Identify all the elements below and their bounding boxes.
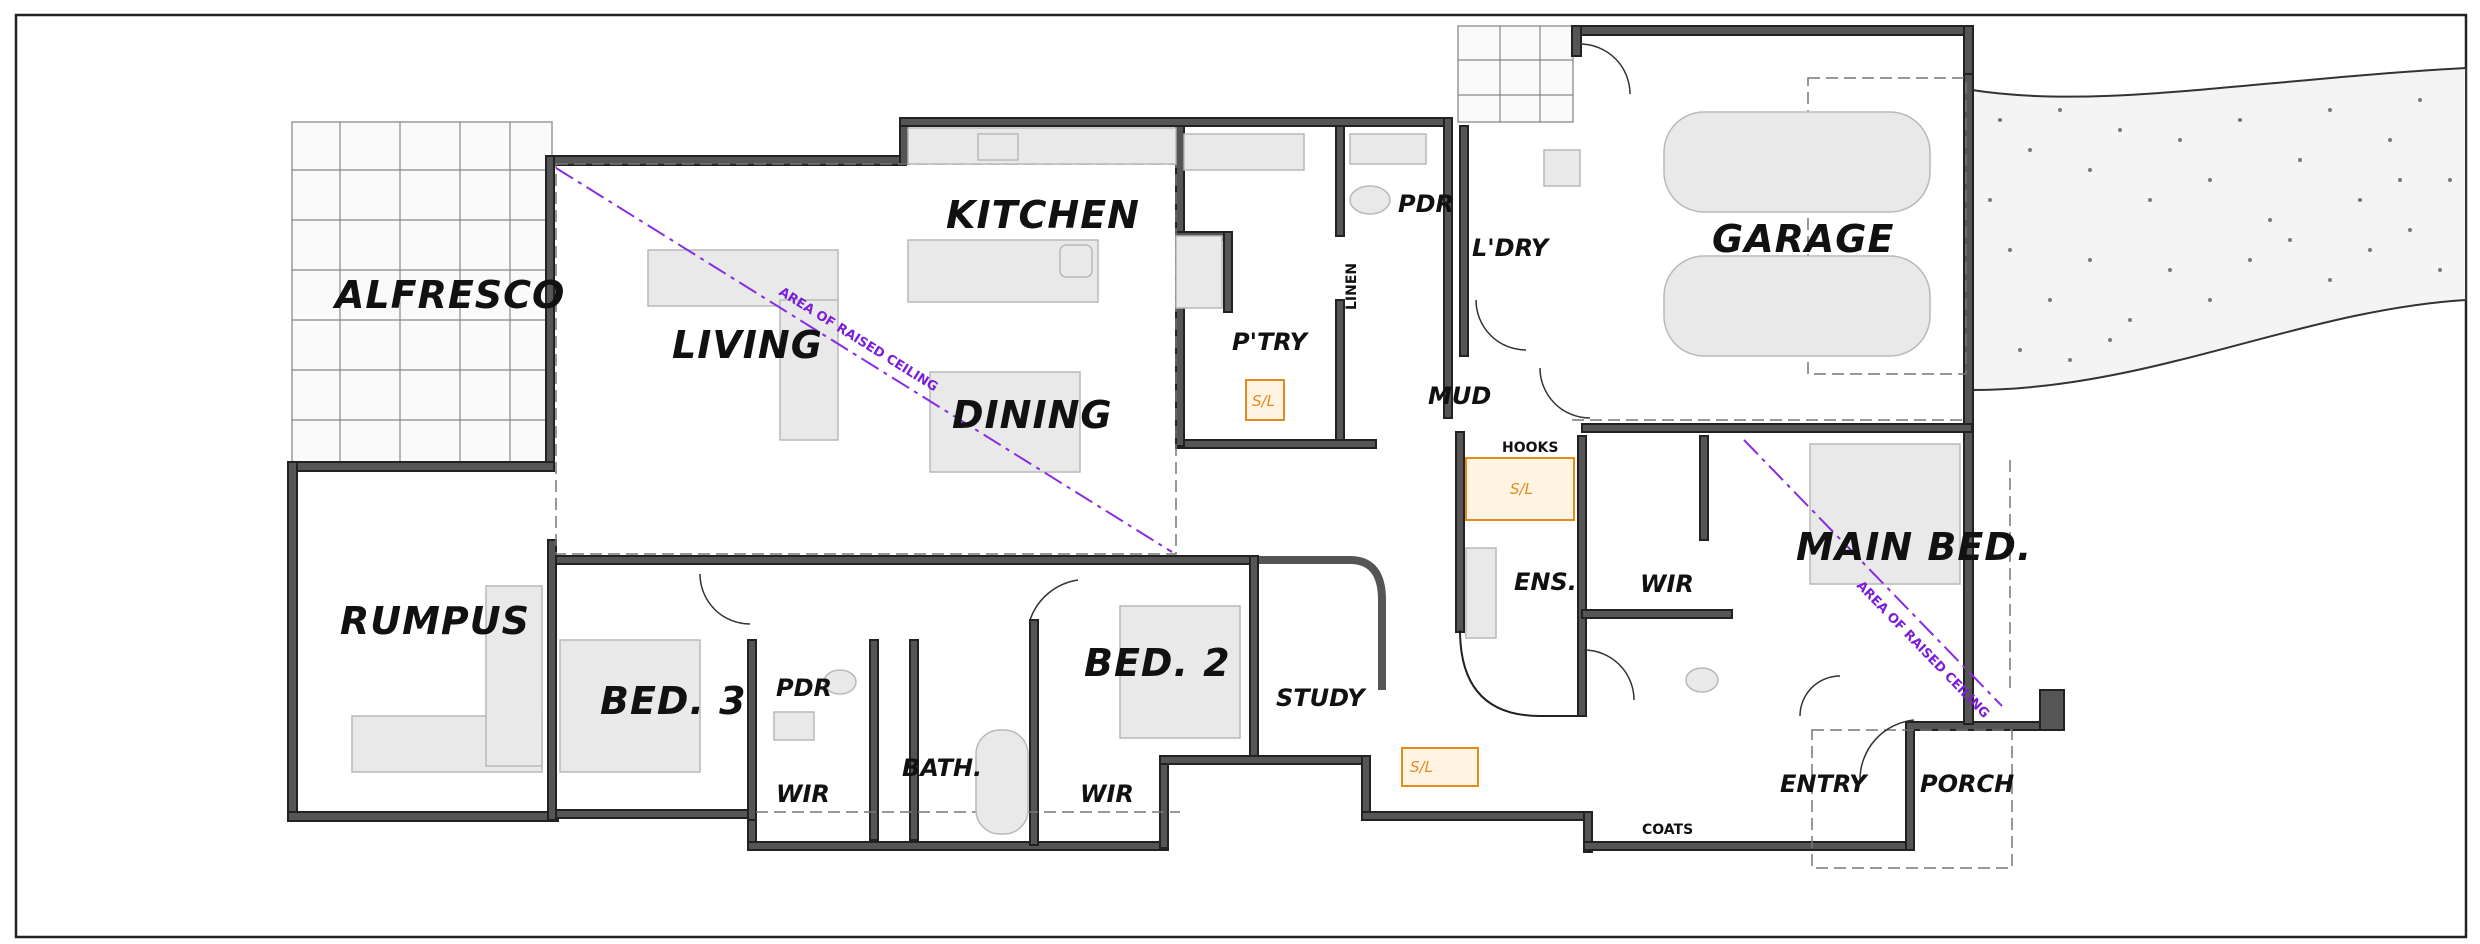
label-living: LIVING [672, 323, 823, 367]
label-pdr-top: PDR [1398, 190, 1454, 218]
skylight-label-hooks: S/L [1510, 480, 1533, 498]
label-ens: ENS. [1514, 568, 1577, 596]
garage-paving [1457, 25, 1574, 123]
raised-ceiling-lines [555, 167, 2003, 707]
label-bed2: BED. 2 [1084, 641, 1231, 685]
label-entry: ENTRY [1780, 770, 1869, 798]
alfresco-paving [291, 121, 553, 463]
label-main-bed: MAIN BED. [1796, 525, 2032, 569]
label-wir-main: WIR [1640, 570, 1694, 598]
label-study: STUDY [1276, 684, 1367, 712]
label-bath: BATH. [902, 754, 982, 782]
label-wir-bed3: WIR [776, 780, 830, 808]
label-alfresco: ALFRESCO [332, 273, 565, 317]
label-dining: DINING [952, 393, 1113, 437]
label-porch: PORCH [1920, 770, 2014, 798]
driveway [1971, 66, 2467, 392]
label-linen: LINEN [1344, 263, 1360, 310]
skylight-label-pantry: S/L [1252, 392, 1275, 410]
label-wir-bed2: WIR [1080, 780, 1134, 808]
label-laundry: L'DRY [1472, 234, 1551, 262]
furniture [351, 111, 1961, 835]
label-mud: MUD [1428, 382, 1491, 410]
dashed-lines [555, 77, 2013, 869]
drawing-frame [14, 13, 2468, 939]
label-pdr-bottom: PDR [776, 674, 832, 702]
label-ptry: P'TRY [1232, 328, 1310, 356]
skylight-label-entry: S/L [1410, 758, 1433, 776]
label-rumpus: RUMPUS [340, 599, 530, 643]
label-garage: GARAGE [1712, 217, 1894, 261]
label-bed3: BED. 3 [600, 679, 747, 723]
label-hooks: HOOKS [1502, 440, 1558, 456]
label-coats: COATS [1642, 822, 1693, 838]
doors [699, 43, 1915, 781]
room-labels: ALFRESCO KITCHEN LIVING DINING P'TRY PDR… [332, 190, 2032, 838]
label-kitchen: KITCHEN [946, 193, 1140, 237]
